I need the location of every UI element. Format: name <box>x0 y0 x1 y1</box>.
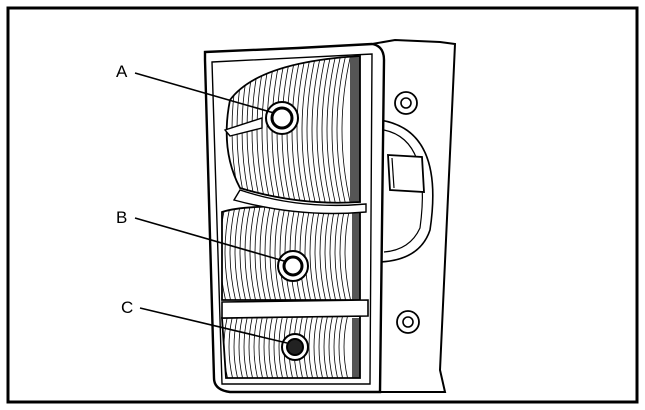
reflector-hatch-line <box>248 316 254 378</box>
reflector-hatch-line <box>278 316 284 378</box>
reflector-hatch-line <box>326 56 337 203</box>
reflector-hatch-line <box>321 56 332 203</box>
reflector-hatch-line <box>234 206 242 300</box>
leader-line-b <box>134 217 285 262</box>
reflector-hatch-line <box>233 316 239 378</box>
retaining-clip <box>387 154 425 193</box>
reflector-hatch-line <box>238 316 244 378</box>
leader-line-c <box>139 307 288 344</box>
reflector-hatch-line <box>341 56 352 203</box>
figure-border <box>6 6 639 404</box>
upper-mounting-hole <box>394 91 418 115</box>
clip-edge <box>391 157 395 189</box>
reflector-hatch-line <box>279 206 287 300</box>
reflector-hatch-line <box>306 56 317 203</box>
reflector-hatch-line <box>273 316 279 378</box>
reflector-hatch-line <box>229 206 237 300</box>
reflector-hatch-line <box>328 316 334 378</box>
reflector-hatch-line <box>338 316 344 378</box>
reflector-hatch-line <box>308 316 314 378</box>
reflector-hatch-line <box>274 206 282 300</box>
lower-divider <box>221 299 369 319</box>
bulb-socket-b <box>277 250 309 282</box>
callout-a: A <box>116 62 128 81</box>
upper-divider <box>232 189 367 215</box>
reflector-hatch-line <box>313 316 319 378</box>
reflector-hatch-line <box>258 316 264 378</box>
callout-c: C <box>121 298 133 317</box>
housing-inner-edge <box>211 53 373 385</box>
reflector-hatch-line <box>316 56 327 203</box>
reflector-hatch-line <box>243 316 249 378</box>
reflector-hatch-line <box>222 206 227 300</box>
reflector-hatch-line <box>301 56 312 203</box>
reflector-hatch-line <box>228 316 234 378</box>
callout-b: B <box>116 208 127 227</box>
reflector-hatch-line <box>263 316 269 378</box>
reflector-hatch-line <box>239 206 247 300</box>
reflector-hatch-line <box>323 316 329 378</box>
bulb-tab <box>223 117 263 137</box>
body-panel <box>366 38 457 393</box>
reflector-hatch-line <box>264 206 272 300</box>
reflector-hatch-line <box>284 206 292 300</box>
reflector-hatch-line <box>343 316 349 378</box>
reflector-hatch-line <box>253 316 259 378</box>
upper-reflector-outline <box>225 55 361 204</box>
reflector-hatch-line <box>331 56 342 203</box>
lower-mounting-hole <box>396 310 420 334</box>
reflector-hatch-line <box>333 316 339 378</box>
bulb-socket-c <box>281 333 309 361</box>
reflector-hatch-line <box>318 316 324 378</box>
reflector-hatch-line <box>268 316 274 378</box>
reflector-hatch-line <box>296 56 307 203</box>
reflector-hatch-line <box>336 56 347 203</box>
panel-contour <box>379 119 434 263</box>
reflector-hatch-line <box>244 206 252 300</box>
reflector-hatch-line <box>269 206 277 300</box>
panel-contour-inner <box>383 129 423 253</box>
reflector-hatch-line <box>311 56 322 203</box>
leader-line-a <box>134 72 275 114</box>
bulb-socket-a <box>265 101 299 135</box>
reflector-hatch-line <box>259 206 267 300</box>
reflector-hatch-line <box>224 206 232 300</box>
